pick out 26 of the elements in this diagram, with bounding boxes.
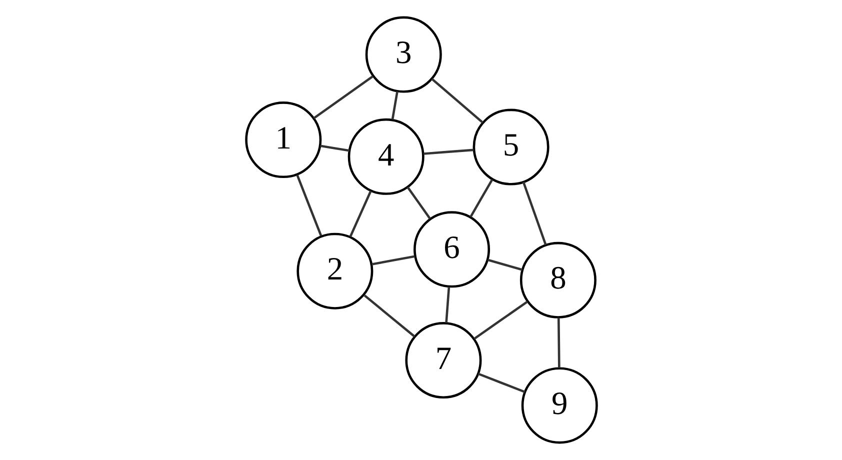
connector (371, 255, 414, 266)
connector (430, 78, 483, 124)
node-circle: 1 (244, 102, 322, 178)
node-circle: 2 (296, 232, 373, 310)
connector (444, 286, 450, 323)
connector (406, 186, 430, 220)
connector (348, 190, 372, 238)
connector (556, 318, 560, 368)
connector (320, 144, 350, 152)
connector (477, 372, 525, 393)
node-circle: 4 (347, 118, 424, 195)
connector (469, 178, 493, 218)
node-circle: 7 (404, 322, 482, 399)
connector (486, 258, 522, 271)
node-circle: 5 (472, 108, 549, 186)
connector (312, 75, 374, 120)
connector (296, 174, 322, 236)
node-circle: 8 (519, 242, 596, 318)
node-circle: 3 (364, 16, 442, 93)
connector (390, 91, 398, 120)
connector (473, 300, 528, 340)
connector (423, 148, 474, 155)
connector (522, 182, 546, 246)
node-circle: 9 (520, 367, 598, 444)
connector (363, 294, 415, 338)
node-circle: 6 (413, 211, 490, 288)
